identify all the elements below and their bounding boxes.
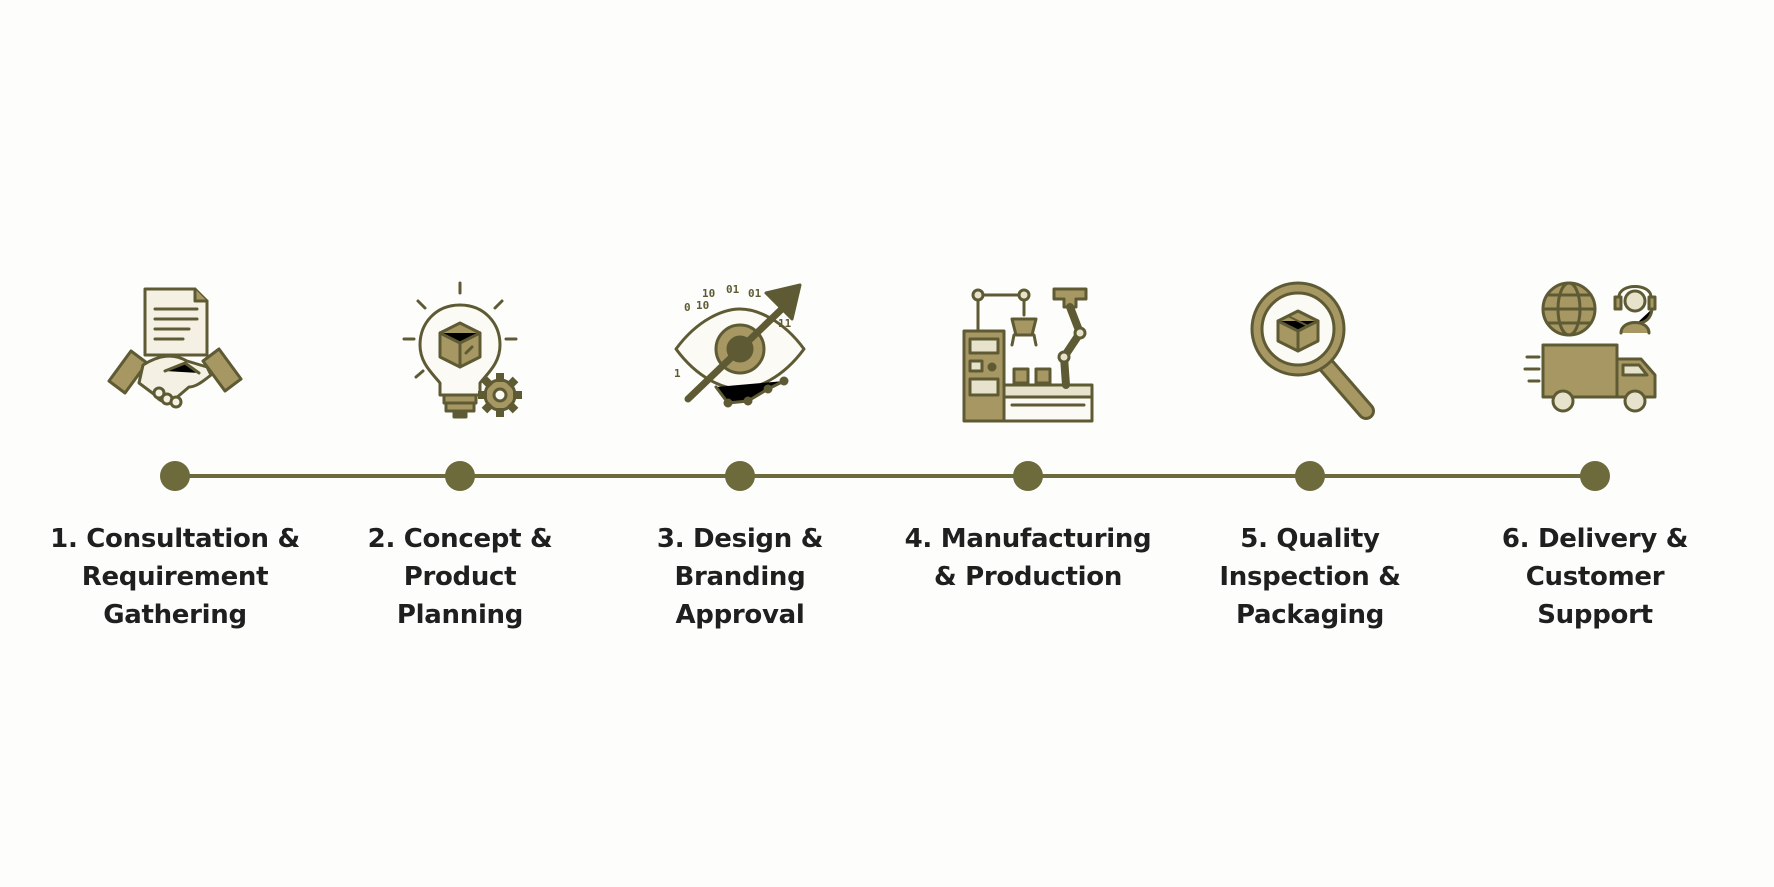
- svg-text:01: 01: [726, 283, 740, 296]
- step-label: 1. Consultation & Requirement Gathering: [50, 524, 300, 630]
- svg-text:01: 01: [748, 287, 762, 300]
- svg-text:1: 1: [674, 367, 681, 380]
- lightbulb-box-gear-icon: [388, 275, 532, 435]
- step-5: 5. Quality Inspection & Packaging: [1160, 0, 1460, 887]
- step-label: 5. Quality Inspection & Packaging: [1219, 524, 1401, 630]
- timeline-line: [174, 474, 1596, 478]
- step-label: 3. Design & Branding Approval: [656, 524, 824, 630]
- truck-globe-headset-icon: [1523, 275, 1667, 435]
- svg-text:10: 10: [702, 287, 715, 300]
- step-label: 4. Manufacturing & Production: [904, 524, 1152, 592]
- step-2: 2. Concept & Product Planning: [310, 0, 610, 887]
- step-label: 2. Concept & Product Planning: [367, 524, 553, 630]
- step-6: 6. Delivery & Customer Support: [1445, 0, 1745, 887]
- step-3: 10 01 01 0 10 11 1 3. Design & Branding …: [590, 0, 890, 887]
- timeline-dot: [1295, 461, 1325, 491]
- svg-text:0: 0: [684, 301, 691, 314]
- timeline-dot: [160, 461, 190, 491]
- factory-robot-arm-icon: [956, 275, 1100, 435]
- handshake-document-icon: [103, 275, 247, 435]
- step-label: 6. Delivery & Customer Support: [1501, 524, 1689, 630]
- step-1: 1. Consultation & Requirement Gathering: [25, 0, 325, 887]
- timeline-dot: [1580, 461, 1610, 491]
- eye-arrow-data-icon: 10 01 01 0 10 11 1: [668, 275, 812, 435]
- step-4: 4. Manufacturing & Production: [878, 0, 1178, 887]
- timeline-dot: [725, 461, 755, 491]
- timeline-dot: [445, 461, 475, 491]
- svg-text:10: 10: [696, 299, 709, 312]
- svg-text:11: 11: [778, 317, 792, 330]
- magnifier-box-icon: [1238, 275, 1382, 435]
- timeline-dot: [1013, 461, 1043, 491]
